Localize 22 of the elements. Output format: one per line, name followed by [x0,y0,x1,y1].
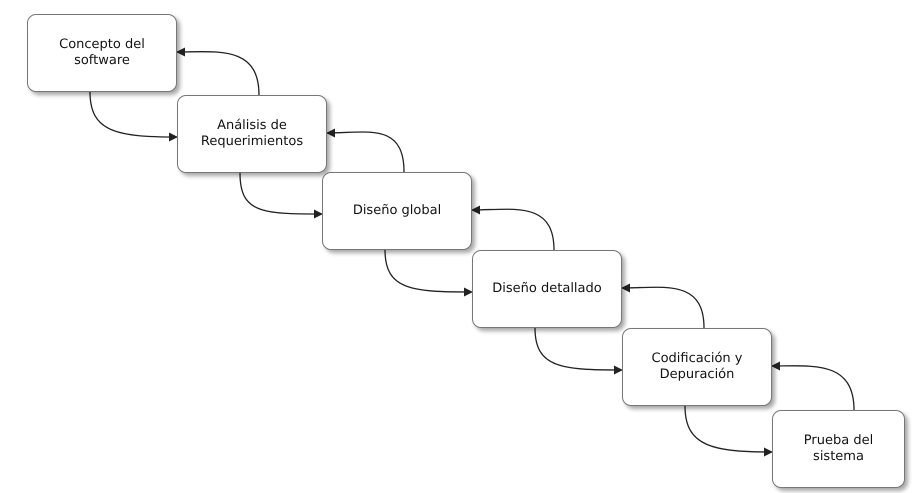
arrow [771,361,855,410]
process-box [772,410,905,488]
step-label: Diseño detallado [492,280,602,298]
arrow [471,205,555,250]
arrow [621,283,705,328]
arrow [176,47,260,96]
step-label: Diseño global [352,202,442,220]
step-label: Análisis de Requerimientos [200,118,304,150]
arrow [326,128,405,172]
arrow [239,172,323,219]
arrow [89,92,178,142]
arrow [534,328,623,375]
arrow [684,406,773,456]
process-box [27,14,177,92]
process-box [177,95,327,173]
step-label: Prueba del sistema [802,432,874,466]
step-label: Codificación y Depuración [650,350,744,384]
step-label: Concepto del software [58,36,146,70]
arrow [384,250,473,297]
process-box [622,328,772,406]
process-box [472,250,622,328]
process-box [322,172,472,250]
